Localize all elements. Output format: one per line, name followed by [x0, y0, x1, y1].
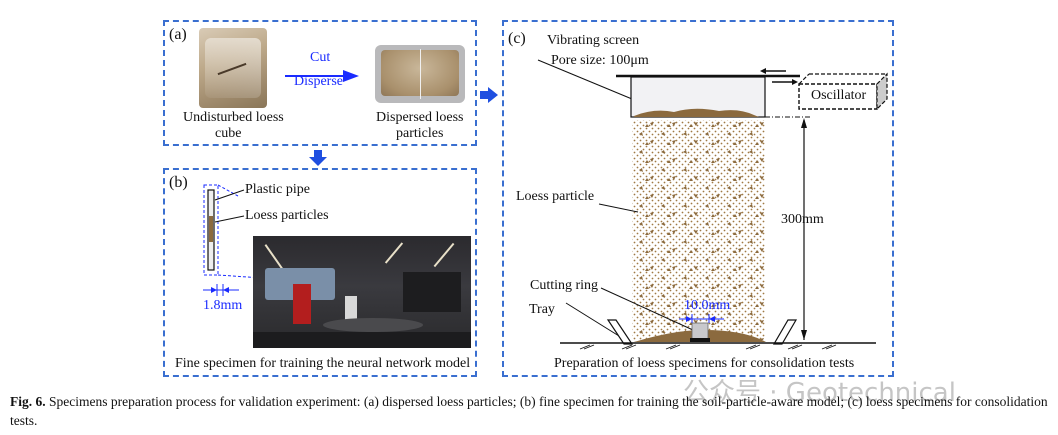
tray-caption-line2: particles — [396, 126, 444, 141]
flow-arrow-a-to-c — [480, 87, 498, 103]
label-loess-particle: Loess particle — [516, 189, 595, 204]
process-arrow — [285, 70, 359, 82]
callout-loess-particles: Loess particles — [245, 208, 329, 223]
label-ring-dimension: 10.0mm — [684, 298, 731, 313]
panel-b-caption: Fine specimen for training the neural ne… — [175, 356, 471, 371]
panel-c-label: (c) — [508, 30, 526, 47]
label-vibrating-screen: Vibrating screen — [547, 33, 640, 48]
tray-caption-line1: Dispersed loess — [376, 110, 464, 125]
label-tray: Tray — [529, 302, 555, 317]
panel-a-label: (a) — [169, 26, 187, 43]
label-cutting-ring: Cutting ring — [530, 278, 599, 293]
dispersed-tray-photo — [375, 45, 465, 103]
label-pore-size: Pore size: 100μm — [551, 53, 649, 68]
callout-lines — [214, 189, 245, 223]
cube-caption-line2: cube — [215, 126, 242, 141]
figure-caption: Fig. 6. Specimens preparation process fo… — [10, 392, 1055, 430]
panel-a: (a) Undisturbed loess cube Cut Disperse … — [163, 20, 477, 146]
panel-c: (c) Vibrating screen Pore size: 100μm — [502, 20, 894, 377]
panel-b-label: (b) — [169, 174, 188, 191]
figure-caption-text: Specimens preparation process for valida… — [10, 394, 1048, 428]
dimension-arrows — [203, 284, 239, 296]
loess-cube-photo — [199, 28, 267, 108]
apparatus-diagram — [537, 59, 888, 350]
figure-number: Fig. 6. — [10, 394, 46, 409]
panel-b: (b) Plastic pipe Loess particles 1.8mm F… — [163, 168, 477, 377]
label-oscillator: Oscillator — [811, 88, 867, 103]
pipe-diameter: 1.8mm — [203, 298, 243, 313]
ct-scanner-photo — [253, 236, 471, 348]
flow-arrow-a-to-b — [309, 150, 327, 166]
arrow-label-disperse: Disperse — [294, 74, 343, 89]
watermark: 公众号 · Geotechnical — [683, 378, 956, 408]
panel-c-caption: Preparation of loess specimens for conso… — [554, 356, 855, 371]
arrow-label-cut: Cut — [310, 50, 331, 65]
cube-caption-line1: Undisturbed loess — [183, 110, 284, 125]
callout-plastic-pipe: Plastic pipe — [245, 182, 310, 197]
label-drop-height: 300mm — [781, 212, 824, 227]
